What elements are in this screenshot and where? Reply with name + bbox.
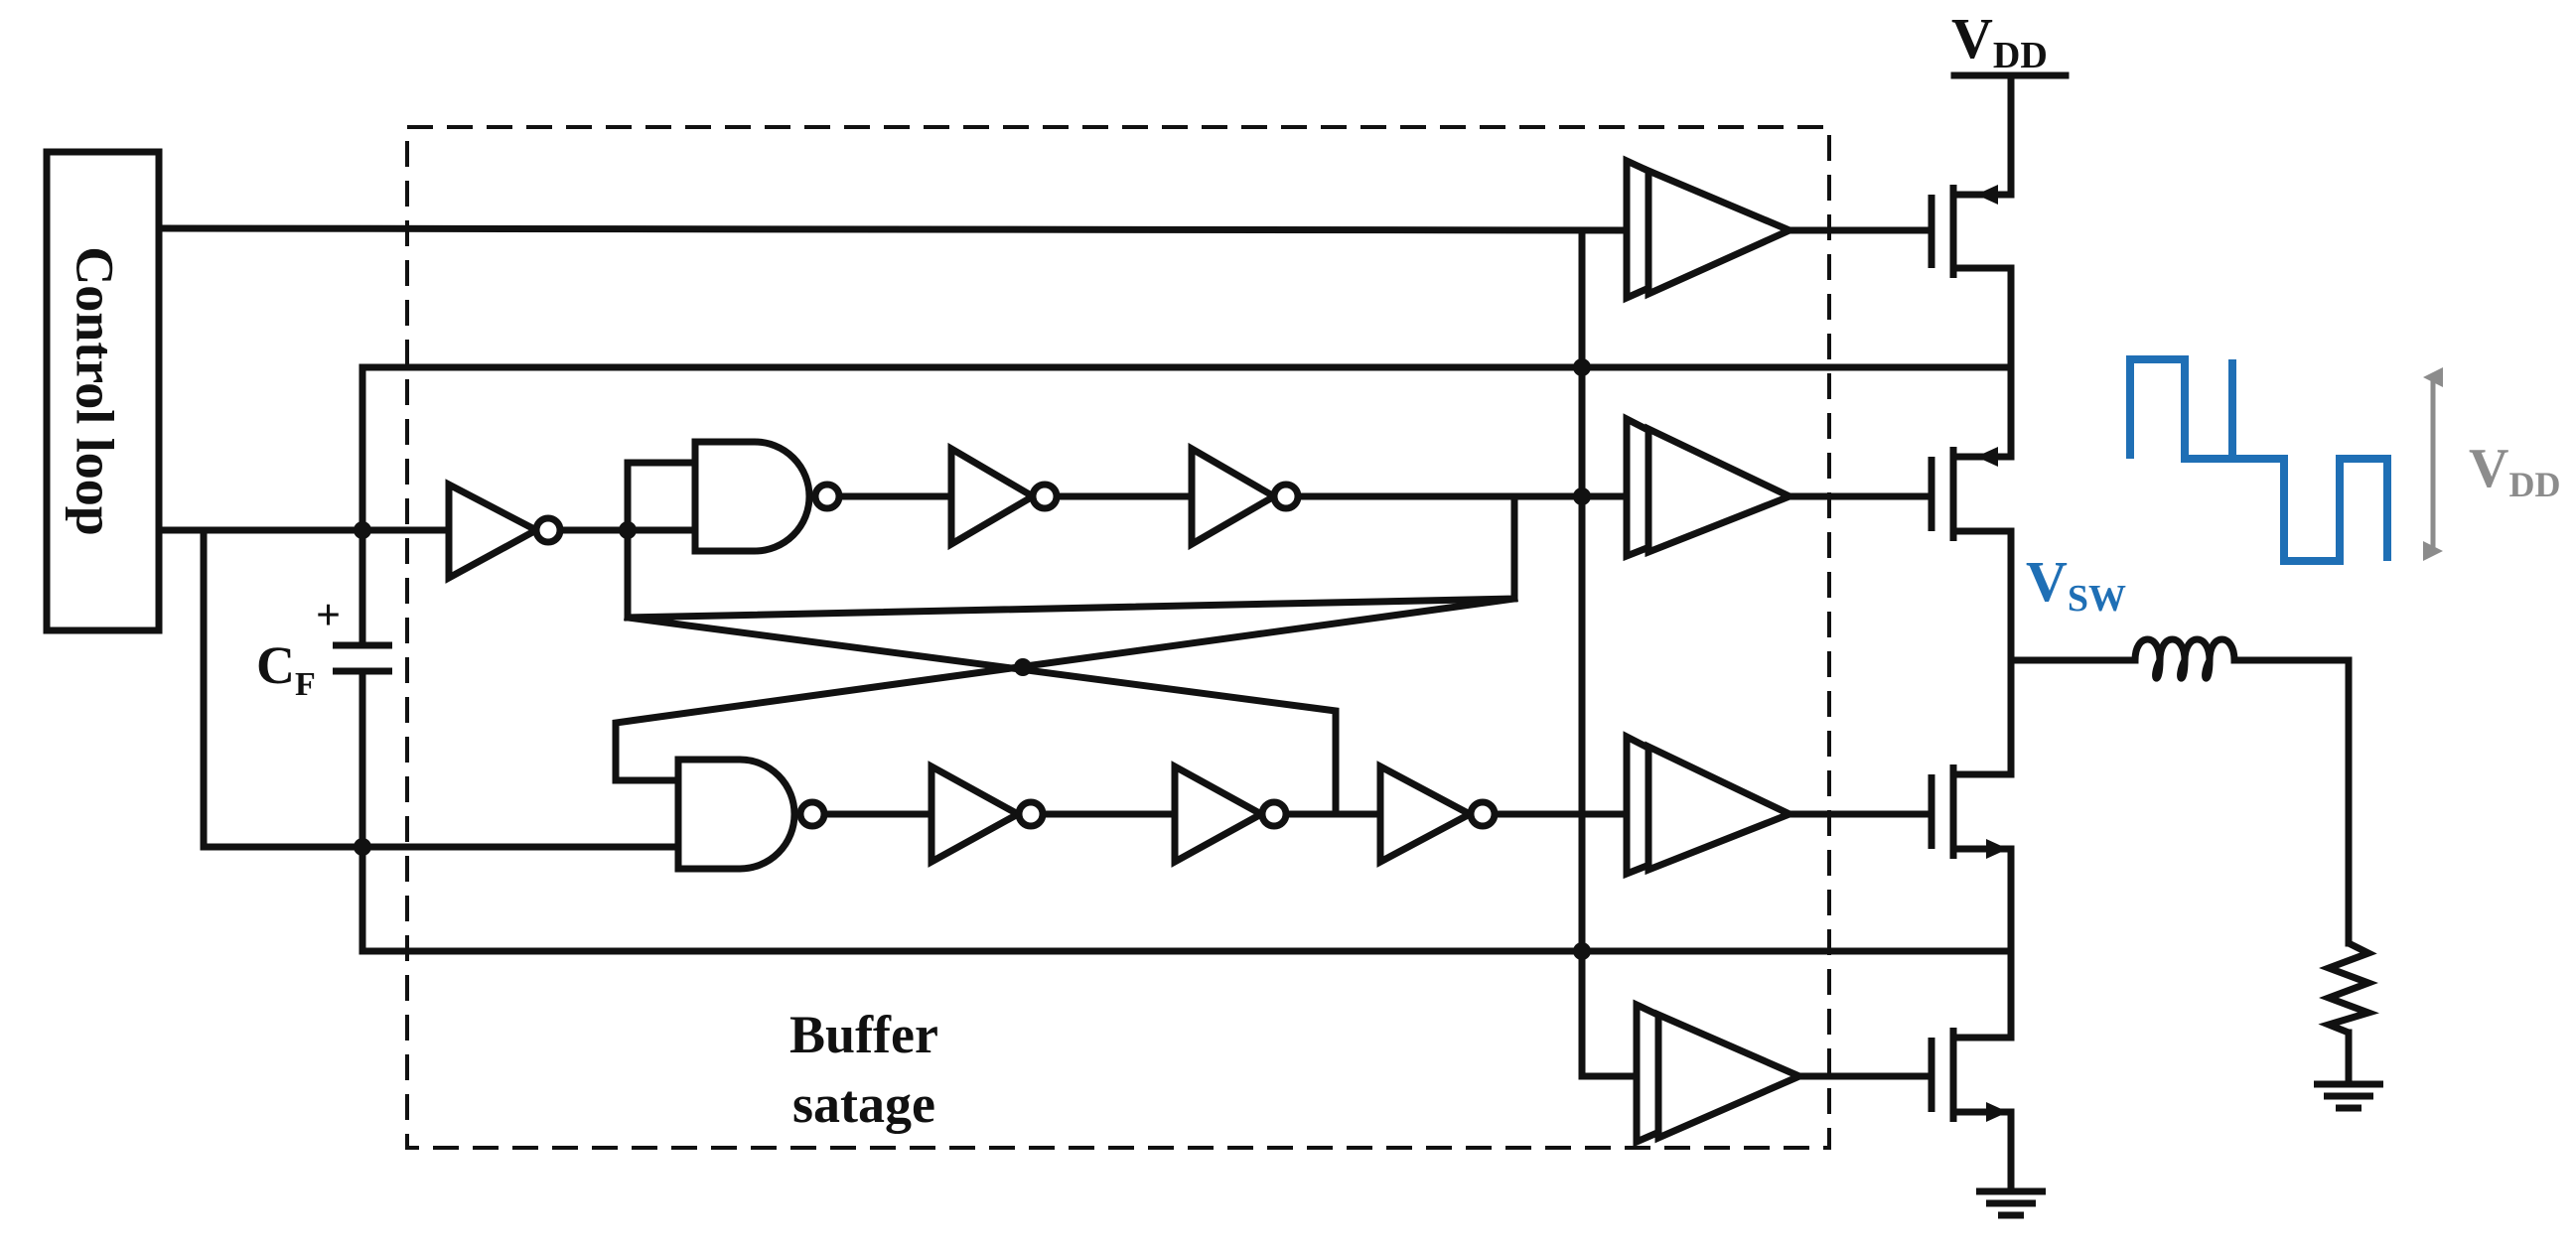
buffer-driver-2 [1623, 413, 1798, 562]
nmos-transistor-2 [1928, 1028, 2008, 1122]
buffer-stage-box [405, 125, 1831, 1150]
cf-label: CF [256, 635, 316, 703]
pmos-transistor-1 [1928, 185, 1998, 278]
inverter-6 [1376, 761, 1499, 868]
buffer-driver-3 [1623, 731, 1798, 880]
inverter-4 [928, 761, 1047, 868]
nand-gate-2 [674, 756, 828, 873]
resistor [2318, 939, 2379, 1037]
ground-icon [1976, 1187, 2046, 1219]
inverter-1 [445, 479, 564, 584]
control-loop-label: Control loop [66, 246, 125, 536]
buffer-driver-1 [1623, 155, 1798, 304]
vdd-label: VDD [1951, 6, 2048, 76]
control-loop-block: Control loop [43, 148, 163, 634]
wires [155, 71, 2353, 1190]
inductor [2131, 635, 2238, 682]
nmos-transistor-1 [1928, 764, 2008, 859]
load-ground-icon [2314, 1080, 2383, 1112]
pmos-transistor-2 [1928, 447, 1998, 541]
buffer-stage-label-2: satage [792, 1074, 935, 1134]
capacitor-cf: + CF [256, 591, 392, 703]
swing-vdd-label: VDD [2469, 438, 2560, 504]
buffer-driver-4 [1633, 999, 1808, 1148]
nand-gate-1 [691, 438, 843, 555]
cf-plus-label: + [316, 591, 341, 639]
junction-dots [354, 358, 1591, 960]
vsw-label: VSW [2026, 549, 2126, 620]
inverter-5 [1171, 761, 1290, 868]
vsw-wave-visible [2126, 355, 2391, 565]
inverter-3 [1188, 442, 1302, 551]
inverter-2 [947, 442, 1061, 551]
buffer-stage-label-1: Buffer [789, 1005, 938, 1064]
